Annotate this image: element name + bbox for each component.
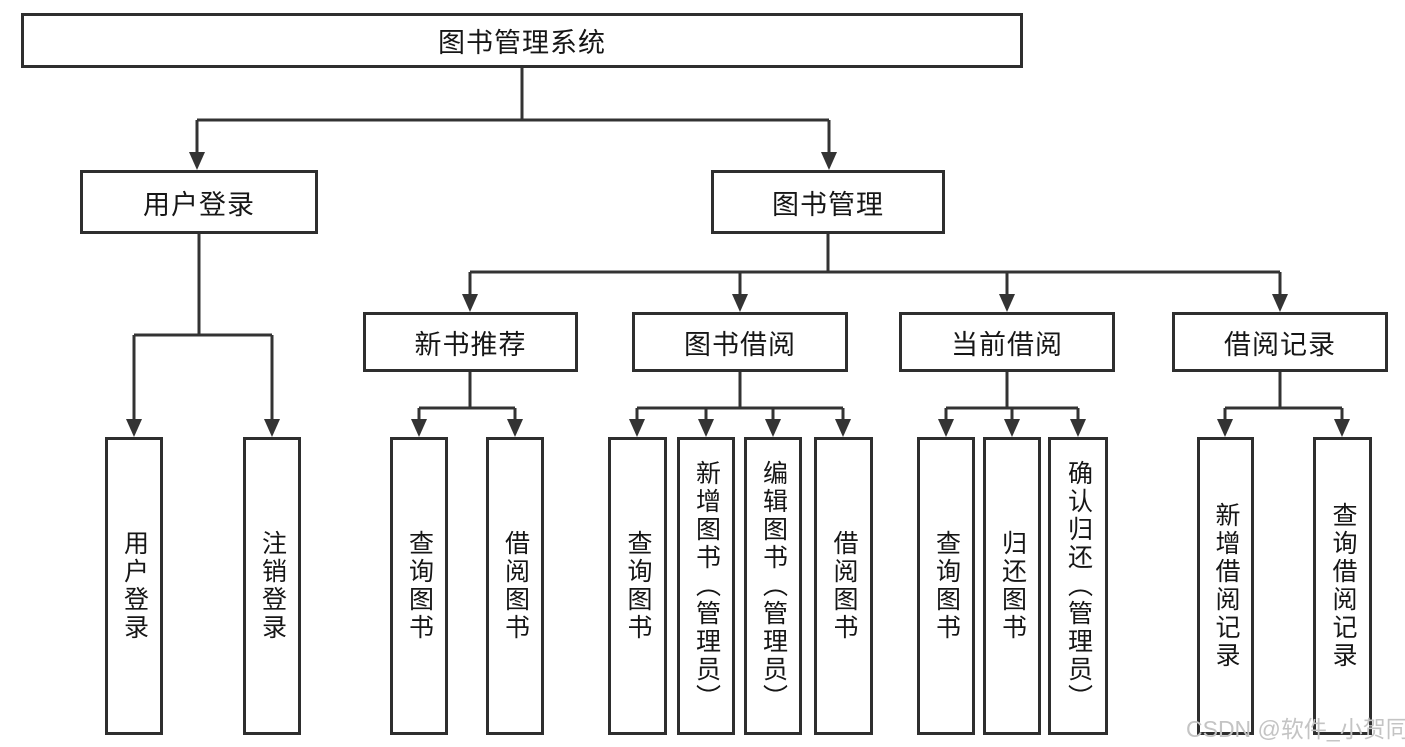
leaf-confirm-return-admin-label: 确认归还（管理员） <box>1064 460 1093 712</box>
leaf-edit-books-admin-label: 编辑图书（管理员） <box>759 460 788 712</box>
node-new-book-recommend-label: 新书推荐 <box>414 329 527 360</box>
leaf-logout-label: 注销登录 <box>258 530 287 642</box>
leaf-add-borrow-record: 新增借阅记录 <box>1197 437 1254 735</box>
node-root: 图书管理系统 <box>21 13 1023 68</box>
node-book-management-label: 图书管理 <box>772 189 884 220</box>
node-book-borrow: 图书借阅 <box>632 312 848 372</box>
leaf-return-books: 归还图书 <box>983 437 1041 735</box>
node-root-label: 图书管理系统 <box>438 28 606 58</box>
node-book-borrow-label: 图书借阅 <box>684 329 796 360</box>
leaf-user-login: 用户登录 <box>105 437 163 735</box>
leaf-newbook-borrow-books-label: 借阅图书 <box>501 530 530 642</box>
leaf-current-query-books: 查询图书 <box>917 437 975 735</box>
leaf-borrow-query-books: 查询图书 <box>608 437 667 735</box>
leaf-borrow-books-label: 借阅图书 <box>830 530 858 642</box>
node-current-borrow-label: 当前借阅 <box>951 329 1063 360</box>
connector-bookmgmt-to-level3 <box>468 234 1282 294</box>
leaf-add-books-admin: 新增图书（管理员） <box>677 437 735 735</box>
node-borrow-record-label: 借阅记录 <box>1224 329 1336 360</box>
leaf-newbook-borrow-books: 借阅图书 <box>486 437 544 735</box>
connector-userlogin-to-leaves <box>132 234 274 419</box>
leaf-newbook-query-books: 查询图书 <box>390 437 448 735</box>
node-current-borrow: 当前借阅 <box>899 312 1115 372</box>
leaf-borrow-query-books-label: 查询图书 <box>624 530 652 642</box>
leaf-user-login-label: 用户登录 <box>120 530 149 642</box>
node-new-book-recommend: 新书推荐 <box>363 312 578 372</box>
connector-currentborrow-to-leaves <box>944 372 1080 419</box>
connector-newbook-to-leaves <box>417 372 517 419</box>
leaf-add-books-admin-label: 新增图书（管理员） <box>692 460 721 712</box>
leaf-current-query-books-label: 查询图书 <box>932 530 961 642</box>
node-borrow-record: 借阅记录 <box>1172 312 1388 372</box>
leaf-add-borrow-record-label: 新增借阅记录 <box>1212 502 1240 670</box>
leaf-borrow-books: 借阅图书 <box>814 437 873 735</box>
node-user-login-label: 用户登录 <box>143 189 255 220</box>
csdn-watermark: CSDN @软件_小贺同学 <box>1186 716 1405 742</box>
leaf-newbook-query-books-label: 查询图书 <box>405 530 434 642</box>
connector-bookborrow-to-leaves <box>635 372 845 419</box>
node-book-management: 图书管理 <box>711 170 945 234</box>
connector-borrowrecord-to-leaves <box>1223 372 1344 419</box>
leaf-query-borrow-record: 查询借阅记录 <box>1313 437 1372 735</box>
node-user-login: 用户登录 <box>80 170 318 234</box>
leaf-query-borrow-record-label: 查询借阅记录 <box>1329 502 1357 670</box>
leaf-logout: 注销登录 <box>243 437 301 735</box>
leaf-confirm-return-admin: 确认归还（管理员） <box>1048 437 1108 735</box>
leaf-return-books-label: 归还图书 <box>998 530 1027 642</box>
leaf-edit-books-admin: 编辑图书（管理员） <box>744 437 802 735</box>
connector-root-to-level2 <box>195 68 831 152</box>
